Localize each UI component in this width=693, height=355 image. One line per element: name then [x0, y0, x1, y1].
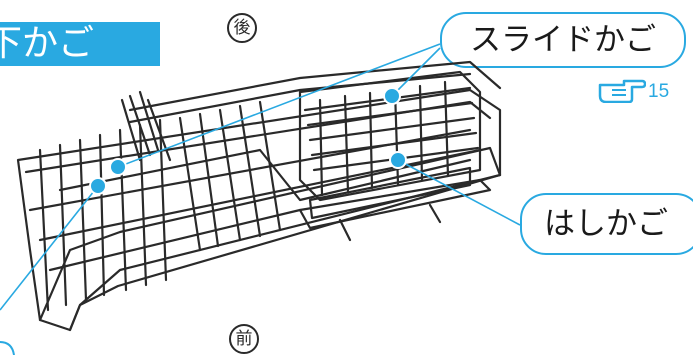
page-reference[interactable]: 15 — [598, 78, 669, 106]
chopstick-basket-label: はしかご — [544, 206, 668, 242]
back-direction-marker: 後 — [227, 13, 257, 43]
page-reference-number: 15 — [648, 81, 670, 102]
slide-basket-callout: スライドかご — [440, 12, 686, 68]
slide-basket-label: スライドかご — [470, 22, 656, 58]
section-title-tab: 下かご — [0, 22, 160, 66]
pointing-hand-icon — [598, 77, 647, 107]
back-label: 後 — [233, 18, 251, 38]
chopstick-basket-callout: はしかご — [520, 193, 693, 255]
front-direction-marker: 前 — [229, 324, 259, 354]
section-title: 下かご — [0, 23, 95, 64]
front-label: 前 — [235, 329, 253, 349]
